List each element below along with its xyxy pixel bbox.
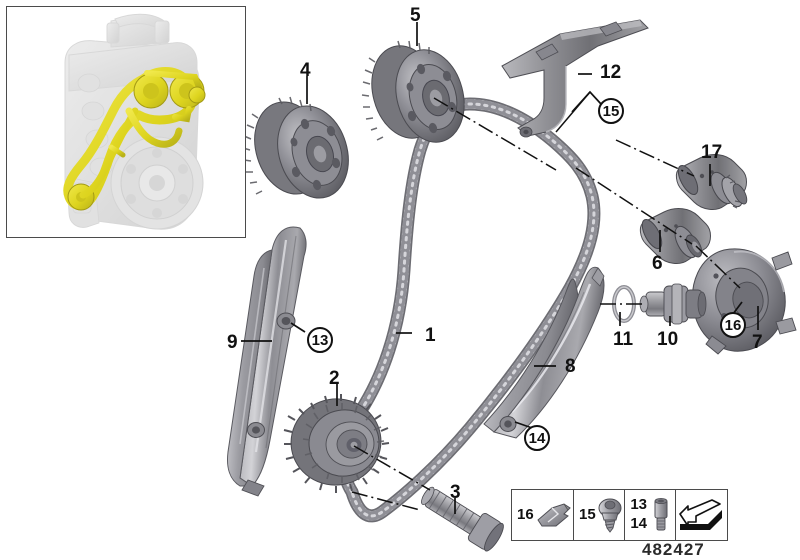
camshaft-adjuster-part-4 (242, 96, 349, 199)
callout-15-branch-lines (555, 91, 591, 133)
legend-cell-15: 15 (574, 490, 626, 540)
callout-11-o-ring: 11 (613, 329, 634, 350)
engine-overview-artwork (63, 13, 206, 230)
chain-guide-bracket-part-12 (501, 19, 649, 138)
timing-chain-part-1 (337, 97, 601, 523)
legend-number: 16 (517, 505, 534, 523)
callout-7-solenoid-valve: 7 (752, 332, 763, 353)
callout-12-chain-guide-bracket: 12 (600, 62, 622, 83)
legend-numbers-13-14: 13 14 (625, 496, 647, 534)
leader-lines (241, 22, 759, 514)
chain-tensioner-part-10 (639, 283, 707, 325)
crankshaft-sprocket-part-2 (283, 394, 390, 493)
legend-cell-16: 16 (512, 490, 574, 540)
torx-screw-icon (596, 496, 625, 534)
legend-numbers-16: 16 (512, 506, 534, 525)
callout-9-tensioning-rail: 9 (227, 332, 238, 353)
callout-16-retaining-clip: 16 (720, 312, 746, 338)
tensioning-rail-part-9 (227, 226, 307, 497)
flywheel-ghost (110, 136, 204, 230)
callout-2-crankshaft-sprocket: 2 (329, 368, 340, 389)
legend-cell-direction (676, 490, 727, 540)
legend-number: 15 (579, 505, 596, 523)
engine-overview-inset (6, 6, 246, 238)
timing-drive-highlight (63, 67, 206, 211)
callout-5-vanos-adjuster: 5 (410, 5, 421, 26)
callout-3-crankshaft-bolt: 3 (450, 482, 461, 503)
pin-bolt-icon (647, 496, 675, 534)
camshaft-adjuster-part-5 (361, 40, 465, 143)
camshaft-bearing-part-17 (675, 154, 748, 210)
callout-1-timing-chain: 1 (425, 325, 436, 346)
retaining-clip-icon (534, 498, 574, 532)
diagram-part-number: 482427 (642, 540, 705, 559)
callout-17-camshaft-bearing: 17 (701, 142, 723, 163)
legend-numbers-15: 15 (574, 506, 596, 525)
direction-arrow-icon (676, 498, 727, 532)
callout-13-pin-bolt: 13 (307, 327, 333, 353)
callout-10-chain-tensioner: 10 (657, 329, 679, 350)
hardware-legend: 16 15 (511, 489, 728, 541)
callout-14-pin-bolt: 14 (524, 425, 550, 451)
guide-rail-part-8 (483, 266, 605, 439)
crankshaft-bolt-part-3 (421, 486, 504, 552)
callout-15-torx-screw: 15 (598, 98, 624, 124)
legend-cell-13-14: 13 14 (625, 490, 676, 540)
callout-6-camshaft-bearing: 6 (652, 253, 663, 274)
legend-number: 13 (630, 496, 648, 514)
solenoid-valve-part-7 (692, 248, 797, 355)
callout-8-guide-rail: 8 (565, 356, 576, 377)
assembly-axis-lines (351, 97, 741, 511)
legend-number: 14 (630, 515, 648, 532)
callout-4-vanos-adjuster: 4 (300, 60, 311, 81)
